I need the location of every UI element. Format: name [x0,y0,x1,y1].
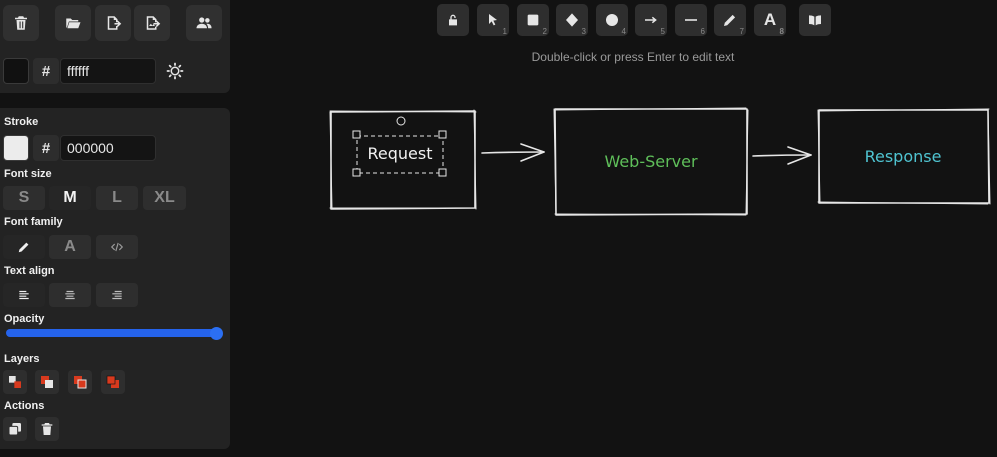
align-center-icon [65,290,75,300]
delete-button[interactable] [35,417,59,441]
background-hash-label: # [33,58,59,84]
tool-shortcut-number: 8 [779,27,784,36]
align-right-icon [112,290,122,300]
sun-icon [166,62,184,80]
diamond-icon [566,13,578,27]
response-label[interactable]: Response [865,147,942,166]
bring-forward-button[interactable] [68,370,92,394]
layers-label: Layers [4,353,40,365]
opacity-slider-thumb[interactable] [210,327,223,340]
request-label[interactable]: Request [368,144,433,163]
arrow-request-to-server[interactable] [481,143,545,162]
tool-shortcut-number: 4 [621,27,626,36]
trash-icon [15,16,27,30]
text-tool-glyph: A [763,10,777,29]
font-size-xl[interactable]: XL [143,186,186,210]
tool-ellipse[interactable]: 4 [596,4,628,36]
tool-shortcut-number: 3 [581,27,586,36]
tool-arrow[interactable]: 5 [635,4,667,36]
tool-text[interactable]: A 8 [754,4,786,36]
bring-to-front-button[interactable] [101,370,125,394]
arrow-right-icon [645,16,657,24]
background-color-swatch[interactable] [3,58,29,84]
circle-icon [606,14,618,26]
image-export-icon [146,16,161,30]
resize-handle[interactable] [438,168,447,177]
trash-icon [41,423,53,435]
tool-selection[interactable]: 1 [477,4,509,36]
web-server-label[interactable]: Web-Server [604,152,698,171]
open-button[interactable] [55,5,91,41]
tool-rectangle[interactable]: 2 [517,4,549,36]
tool-shortcut-number: 2 [542,27,547,36]
font-family-hand-drawn[interactable] [3,235,45,259]
theme-toggle-button[interactable] [166,62,184,80]
request-box[interactable] [329,109,477,210]
align-left-icon [19,290,29,300]
font-family-code[interactable] [96,235,138,259]
send-backward-button[interactable] [35,370,59,394]
tool-shortcut-number: 7 [739,27,744,36]
bring-forward-icon [74,376,87,389]
duplicate-button[interactable] [3,417,27,441]
collaborate-button[interactable] [186,5,222,41]
font-family-label: Font family [4,216,63,228]
export-image-button[interactable] [134,5,170,41]
stroke-hash-label: # [33,135,59,161]
stroke-color-swatch[interactable] [3,135,29,161]
cursor-icon [489,14,497,26]
tool-diamond[interactable]: 3 [556,4,588,36]
stroke-color-input[interactable]: 000000 [60,135,156,161]
file-export-icon [107,16,122,30]
font-size-m[interactable]: M [49,186,91,210]
tool-shortcut-number: 6 [700,27,705,36]
font-size-s[interactable]: S [3,186,45,210]
send-backward-icon [41,376,53,388]
tool-shortcut-number: 1 [502,27,507,36]
bring-to-front-icon [106,375,119,388]
resize-handle[interactable] [352,130,361,139]
pencil-icon [18,242,29,253]
send-to-back-button[interactable] [3,370,27,394]
book-open-icon [809,15,821,26]
square-icon [527,14,539,26]
align-center-button[interactable] [49,283,91,307]
tool-line[interactable]: 6 [675,4,707,36]
align-left-button[interactable] [3,283,45,307]
align-right-button[interactable] [96,283,138,307]
web-server-box[interactable] [553,107,749,216]
font-size-l[interactable]: L [96,186,138,210]
users-icon [196,17,212,29]
text-align-label: Text align [4,265,55,277]
actions-label: Actions [4,400,45,412]
clear-canvas-button[interactable] [3,5,39,41]
resize-handle[interactable] [352,168,361,177]
font-family-normal[interactable]: A [49,235,91,259]
folder-open-icon [66,18,81,29]
response-box[interactable] [817,108,991,205]
library-button[interactable] [799,4,831,36]
opacity-slider-track[interactable] [6,329,218,337]
font-size-label: Font size [4,168,52,180]
edit-text-hint: Double-click or press Enter to edit text [531,50,735,64]
tool-draw[interactable]: 7 [714,4,746,36]
unlock-icon [449,14,457,26]
save-button[interactable] [95,5,131,41]
stroke-label: Stroke [4,116,39,128]
send-to-back-icon [9,376,21,388]
top-menu-panel: # ffffff [0,0,230,93]
lock-tool-button[interactable] [437,4,469,36]
line-icon [685,19,697,21]
text-selection-box[interactable] [352,116,447,177]
resize-handle[interactable] [438,130,447,139]
tool-shortcut-number: 5 [660,27,665,36]
rotate-handle[interactable] [396,116,406,126]
arrow-server-to-response[interactable] [752,146,812,165]
code-icon [110,242,124,252]
duplicate-icon [8,423,21,436]
pencil-icon [724,14,736,26]
opacity-label: Opacity [4,313,45,325]
background-color-input[interactable]: ffffff [60,58,156,84]
